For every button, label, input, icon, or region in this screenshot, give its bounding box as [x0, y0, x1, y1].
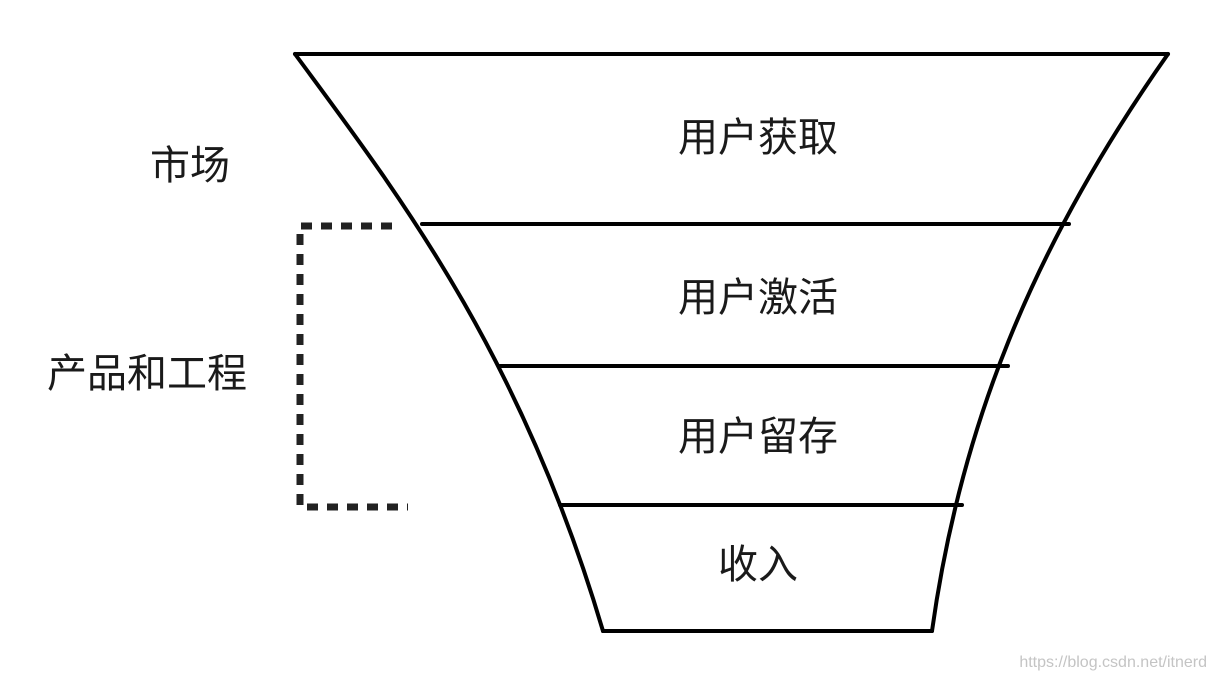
stage-label-revenue: 收入 — [718, 542, 798, 588]
side-label-product-engineering: 产品和工程 — [47, 351, 247, 397]
stage-label-activation: 用户激活 — [678, 275, 838, 321]
funnel-right-edge — [930, 52, 1170, 633]
watermark: https://blog.csdn.net/itnerd — [1019, 654, 1207, 671]
funnel-left-edge — [293, 52, 605, 633]
side-label-market: 市场 — [150, 143, 230, 189]
stage-label-retention: 用户留存 — [678, 414, 838, 460]
stage-label-acquisition: 用户获取 — [678, 115, 838, 161]
dashed-bracket — [296, 222, 408, 511]
